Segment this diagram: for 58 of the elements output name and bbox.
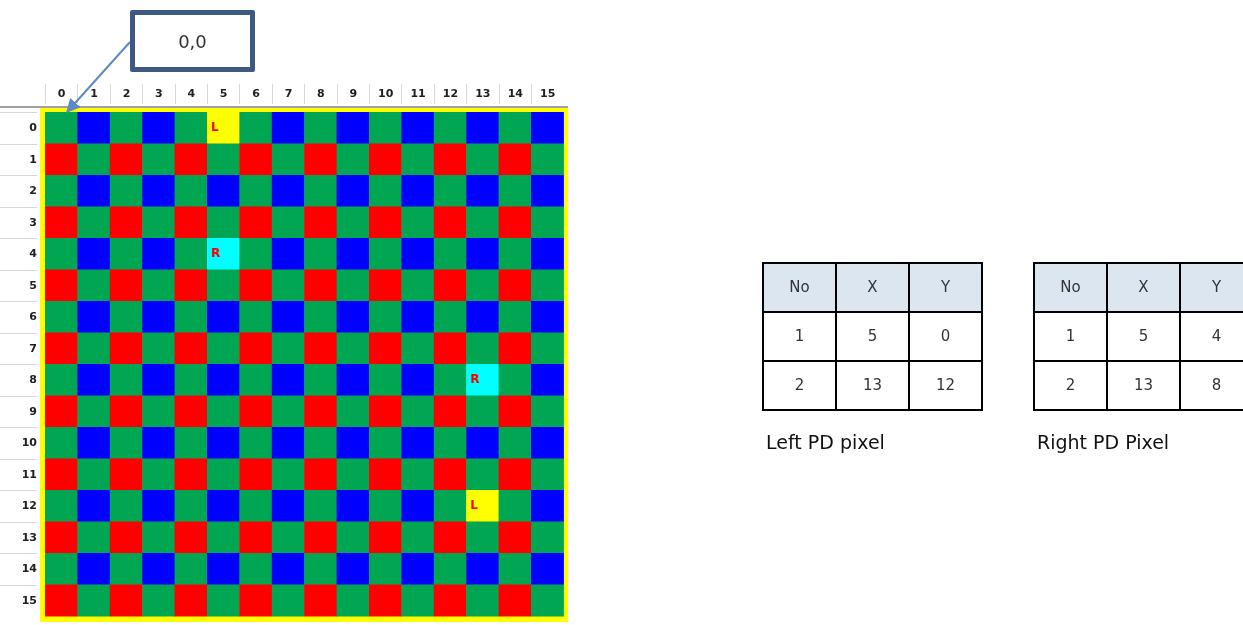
column-number: 9 bbox=[349, 85, 358, 102]
row-number: 1 bbox=[29, 151, 37, 168]
table-cell: 5 bbox=[1108, 313, 1181, 362]
header-cell: X bbox=[1108, 264, 1181, 313]
pixel-letter: L bbox=[211, 121, 219, 133]
row-number: 2 bbox=[29, 183, 37, 199]
row-number: 6 bbox=[29, 309, 37, 325]
column-number: 2 bbox=[122, 85, 131, 102]
table-cell: 5 bbox=[837, 313, 910, 362]
table-caption: Left PD pixel bbox=[766, 430, 885, 455]
row-number: 3 bbox=[29, 214, 37, 231]
header-cell: X bbox=[837, 264, 910, 313]
pixel-letter: R bbox=[470, 373, 480, 385]
column-number: 6 bbox=[252, 85, 260, 102]
row-number: 10 bbox=[21, 435, 37, 451]
row-number: 8 bbox=[29, 372, 37, 388]
row-number: 12 bbox=[21, 498, 37, 514]
table-cell: 13 bbox=[837, 362, 910, 411]
callout-text: 0,0 bbox=[178, 29, 207, 54]
column-number: 14 bbox=[507, 85, 523, 102]
table-cell: 2 bbox=[1035, 362, 1108, 411]
column-number: 1 bbox=[90, 85, 98, 102]
table-cell: 12 bbox=[910, 362, 983, 411]
row-number: 5 bbox=[29, 277, 37, 294]
table-cell: 13 bbox=[1108, 362, 1181, 411]
column-number: 13 bbox=[475, 85, 491, 102]
pixel-letter: R bbox=[211, 247, 221, 259]
row-number: 7 bbox=[29, 340, 37, 357]
column-number: 11 bbox=[410, 85, 426, 102]
leader-arrow bbox=[66, 41, 131, 114]
header-cell: Y bbox=[1181, 264, 1243, 313]
pixel-letter: L bbox=[470, 499, 478, 511]
row-number: 4 bbox=[29, 246, 37, 262]
row-number: 13 bbox=[21, 529, 37, 546]
column-number: 12 bbox=[442, 85, 459, 102]
table-cell: 1 bbox=[1035, 313, 1108, 362]
table-caption: Right PD Pixel bbox=[1037, 430, 1170, 455]
column-number: 10 bbox=[378, 85, 394, 102]
table-cell: 1 bbox=[764, 313, 837, 362]
table-cell: 0 bbox=[910, 313, 983, 362]
column-number: 4 bbox=[187, 85, 196, 102]
row-number: 11 bbox=[21, 466, 37, 483]
column-number: 0 bbox=[57, 85, 66, 102]
column-number: 15 bbox=[540, 85, 556, 102]
row-number: 15 bbox=[21, 592, 37, 609]
column-number: 7 bbox=[284, 85, 293, 102]
column-number: 8 bbox=[317, 85, 325, 102]
header-cell: No bbox=[764, 264, 837, 313]
row-number: 14 bbox=[21, 561, 37, 577]
table-cell: 2 bbox=[764, 362, 837, 411]
header-cell: No bbox=[1035, 264, 1108, 313]
header-cell: Y bbox=[910, 264, 983, 313]
row-number: 0 bbox=[29, 120, 37, 136]
callout-box bbox=[130, 10, 255, 72]
pixel-grid-drawing bbox=[45, 112, 565, 617]
row-number: 9 bbox=[29, 403, 37, 420]
column-number: 5 bbox=[219, 85, 228, 102]
column-number: 3 bbox=[155, 85, 163, 102]
